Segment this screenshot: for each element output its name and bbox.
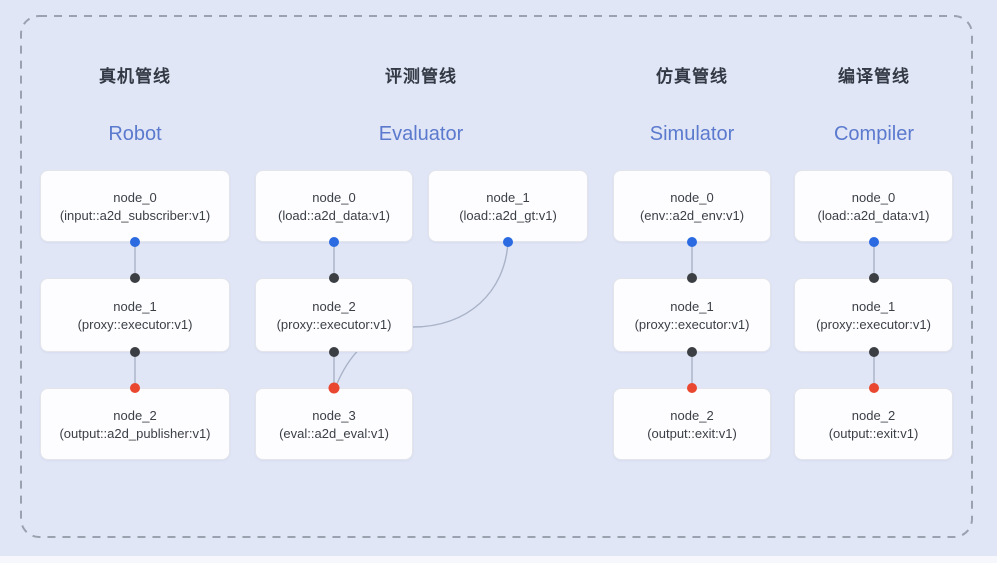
node-name: node_1: [113, 298, 157, 314]
node-box-evaluator-node-0: node_0 (load::a2d_data:v1): [255, 170, 413, 242]
pipeline-subtitle-compiler: Compiler: [833, 123, 915, 145]
node-name: node_2: [113, 407, 157, 423]
node-name: node_1: [486, 189, 530, 205]
node-detail: (eval::a2d_eval:v1): [279, 425, 389, 441]
node-name: node_1: [851, 298, 896, 314]
node-detail: (env::a2d_env:v1): [639, 207, 745, 223]
node-name: node_0: [113, 189, 157, 205]
node-detail: (output::a2d_publisher:v1): [59, 425, 211, 441]
node-detail: (output::exit:v1): [828, 425, 919, 441]
node-name: node_0: [670, 189, 714, 205]
node-box-robot-node-2: node_2 (output::a2d_publisher:v1): [40, 388, 230, 460]
node-detail: (proxy::executor:v1): [816, 316, 931, 332]
node-name: node_2: [312, 298, 356, 314]
node-box-simulator-node-1: node_1 (proxy::executor:v1): [613, 278, 771, 352]
node-detail: (input::a2d_subscriber:v1): [59, 207, 211, 223]
node-box-simulator-node-2: node_2 (output::exit:v1): [613, 388, 771, 460]
node-name: node_0: [851, 189, 896, 205]
pipeline-subtitle-simulator: Simulator: [649, 123, 735, 145]
node-box-compiler-node-2: node_2 (output::exit:v1): [794, 388, 953, 460]
node-box-evaluator-node-2: node_2 (proxy::executor:v1): [255, 278, 413, 352]
node-detail: (load::a2d_gt:v1): [459, 207, 557, 223]
pipeline-title-robot: 真机管线: [99, 67, 171, 86]
node-name: node_2: [851, 407, 896, 423]
pipeline-subtitle-evaluator: Evaluator: [378, 123, 464, 145]
node-detail: (proxy::executor:v1): [634, 316, 750, 332]
pipeline-title-compiler: 编译管线: [838, 67, 910, 86]
node-detail: (proxy::executor:v1): [77, 316, 193, 332]
node-box-robot-node-1: node_1 (proxy::executor:v1): [40, 278, 230, 352]
node-detail: (load::a2d_data:v1): [277, 207, 391, 223]
node-box-robot-node-0: node_0 (input::a2d_subscriber:v1): [40, 170, 230, 242]
node-box-simulator-node-0: node_0 (env::a2d_env:v1): [613, 170, 771, 242]
node-box-evaluator-node-3: node_3 (eval::a2d_eval:v1): [255, 388, 413, 460]
pipeline-title-evaluator: 评测管线: [385, 67, 457, 86]
node-box-evaluator-node-1: node_1 (load::a2d_gt:v1): [428, 170, 588, 242]
node-box-compiler-node-0: node_0 (load::a2d_data:v1): [794, 170, 953, 242]
node-name: node_1: [670, 298, 714, 314]
node-detail: (proxy::executor:v1): [276, 316, 392, 332]
pipeline-title-simulator: 仿真管线: [656, 67, 728, 86]
node-name: node_2: [670, 407, 714, 423]
pipeline-subtitle-robot: Robot: [108, 123, 162, 145]
node-detail: (output::exit:v1): [647, 425, 737, 441]
node-name: node_3: [312, 407, 356, 423]
node-detail: (load::a2d_data:v1): [817, 207, 930, 223]
bottom-edge-strip: [0, 556, 997, 563]
node-box-compiler-node-1: node_1 (proxy::executor:v1): [794, 278, 953, 352]
node-name: node_0: [312, 189, 356, 205]
